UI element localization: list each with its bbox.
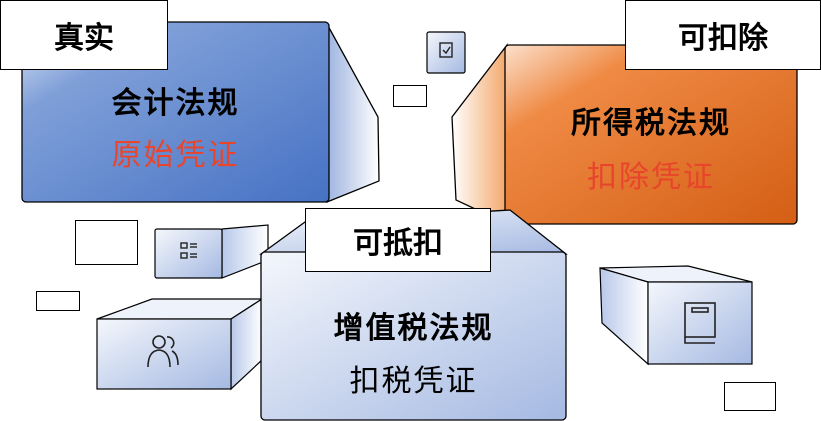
tag-authentic: 真实 [0,0,168,70]
block-title: 所得税法规 [571,106,731,141]
placeholder-box [36,291,80,311]
tag-deductible: 可扣除 [625,0,821,70]
block-subtitle: 原始凭证 [111,138,240,173]
list-icon [180,242,197,259]
tag-creditable: 可抵扣 [305,208,491,272]
block-title: 会计法规 [111,86,240,121]
clipboard-icon [684,302,716,344]
block-subtitle: 扣税凭证 [349,364,478,399]
users-cube-front [96,318,232,390]
placeholder-box [75,220,138,265]
checklist-icon [439,42,453,58]
users-icon [147,335,179,368]
clipboard-cube-side [599,267,649,366]
list-cube-front [154,228,223,279]
placeholder-box [393,85,427,107]
block-title: 增值税法规 [333,311,494,346]
clipboard-cube-front [647,281,753,365]
blue-block-side [326,23,380,203]
placeholder-box [724,382,776,411]
block-subtitle: 扣除凭证 [587,160,715,195]
